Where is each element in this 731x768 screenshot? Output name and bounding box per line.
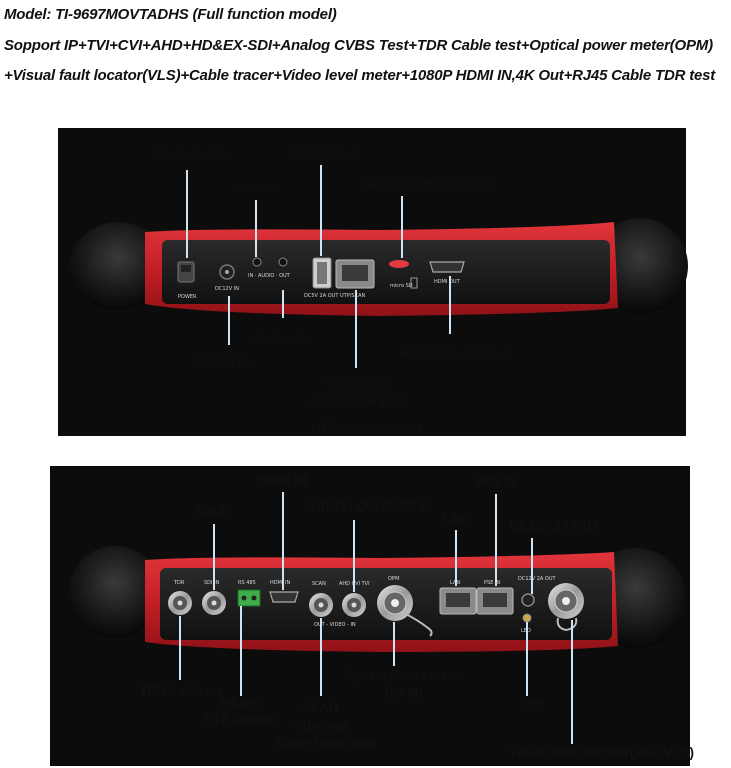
label-micro-sd: Micro SD (8G included) [364, 177, 494, 191]
label-cable-tracer-port: Cable tracer port [310, 394, 404, 408]
silk-pse: PSE IN [484, 580, 500, 586]
dc12v-out-port [521, 593, 535, 607]
silk-opm: OPM [388, 576, 399, 582]
rs485-terminal [237, 589, 261, 607]
silk-hdmi-in: HDMI IN [270, 580, 290, 586]
label-ahd-tvi-cvi-cvbs-in: AHD TVI CVI CVBS IN [303, 500, 432, 514]
label-utp-scan: UTP/SCAN [326, 376, 390, 390]
top-port-face [162, 240, 610, 304]
led-indicator [522, 613, 532, 623]
label-video-out: Video out [291, 719, 349, 733]
silk-sdi: SDI IN [204, 580, 220, 586]
label-vfl: Visual fault locator(VFL/VLS) [509, 745, 695, 760]
silk-hdmi-out: HDMI OUT [434, 279, 461, 285]
audio-in-port [252, 257, 262, 267]
label-utp-cable-test-port: UTP Cable test port [312, 421, 422, 435]
label-hdmi-in: HDMI IN [259, 473, 307, 487]
silk-audio: IN · AUDIO · OUT [248, 273, 291, 279]
silk-out-video-in: OUT - VIDEO - IN [314, 622, 356, 628]
silk-power: POWER [178, 294, 197, 300]
label-dc12v-2a-out: DC12V 2A OUT [510, 519, 600, 533]
sdi-bnc-port [202, 591, 226, 615]
label-scan: SCAN [302, 701, 338, 715]
lan-port [439, 587, 477, 615]
silk-utp: UTP/SCAN [340, 293, 365, 299]
label-tdr-cable-test: TDR Cable tet [140, 684, 222, 698]
label-led: LED [520, 699, 545, 713]
audio-out-port [278, 257, 288, 267]
ahd-bnc-port [342, 593, 366, 617]
label-audio-in: Audio IN [232, 181, 280, 195]
top-left-bumper [70, 222, 166, 310]
opm-port [377, 585, 433, 637]
silk-dc12v-out: DC12V 2A OUT [518, 576, 556, 582]
label-pse-in: PSE IN [476, 475, 517, 489]
silk-scan: SCAN [312, 581, 326, 587]
scan-bnc-port [309, 593, 333, 617]
top-callout-lines [186, 165, 451, 368]
label-hdmi-out: HDMI Out, 4K(Max) [400, 347, 510, 361]
label-rs485: RS485 [220, 697, 260, 711]
label-dc12v-in: DC12V IN [194, 355, 251, 369]
label-opm-abbr: (OPM) [385, 686, 423, 700]
bottom-callout-lines [179, 492, 573, 744]
label-power-switch: Power Switch [153, 147, 229, 161]
vfl-port [548, 583, 584, 632]
label-opm: Optical power meter [343, 669, 465, 683]
label-sdi-in: SDI IN [194, 504, 231, 518]
label-dc5v-out: DC5V 2A out [289, 147, 362, 161]
silk-dc12v: DC12V IN [215, 286, 239, 292]
support-line-1: Sopport IP+TVI+CVI+AHD+HD&EX-SDI+Analog … [4, 37, 713, 54]
micro-sd-slot [389, 260, 409, 268]
hdmi-in-port [269, 591, 299, 603]
silk-tdr: TDR [173, 580, 185, 586]
silk-rs485: RS 485 [238, 580, 256, 586]
hdmi-out-port [429, 261, 465, 273]
support-line-2: +Visual fault locator(VLS)+Cable tracer+… [4, 67, 716, 84]
silk-dc5v: DC5V 2A OUT [304, 293, 339, 299]
pse-in-port [476, 587, 514, 615]
label-lan: LAN [443, 512, 469, 526]
model-title: Model: TI-9697MOVTADHS (Full function mo… [4, 6, 337, 23]
silk-led: LED [521, 628, 531, 634]
label-scan-cable-tracer: Cable tracer port [276, 736, 378, 750]
label-audio-out: Audio out [253, 331, 306, 345]
tdr-bnc-port [168, 591, 192, 615]
bottom-left-bumper [69, 546, 161, 638]
label-ptz-control: PTZ Control [204, 713, 276, 727]
silk-microsd: micro SD [390, 283, 413, 289]
